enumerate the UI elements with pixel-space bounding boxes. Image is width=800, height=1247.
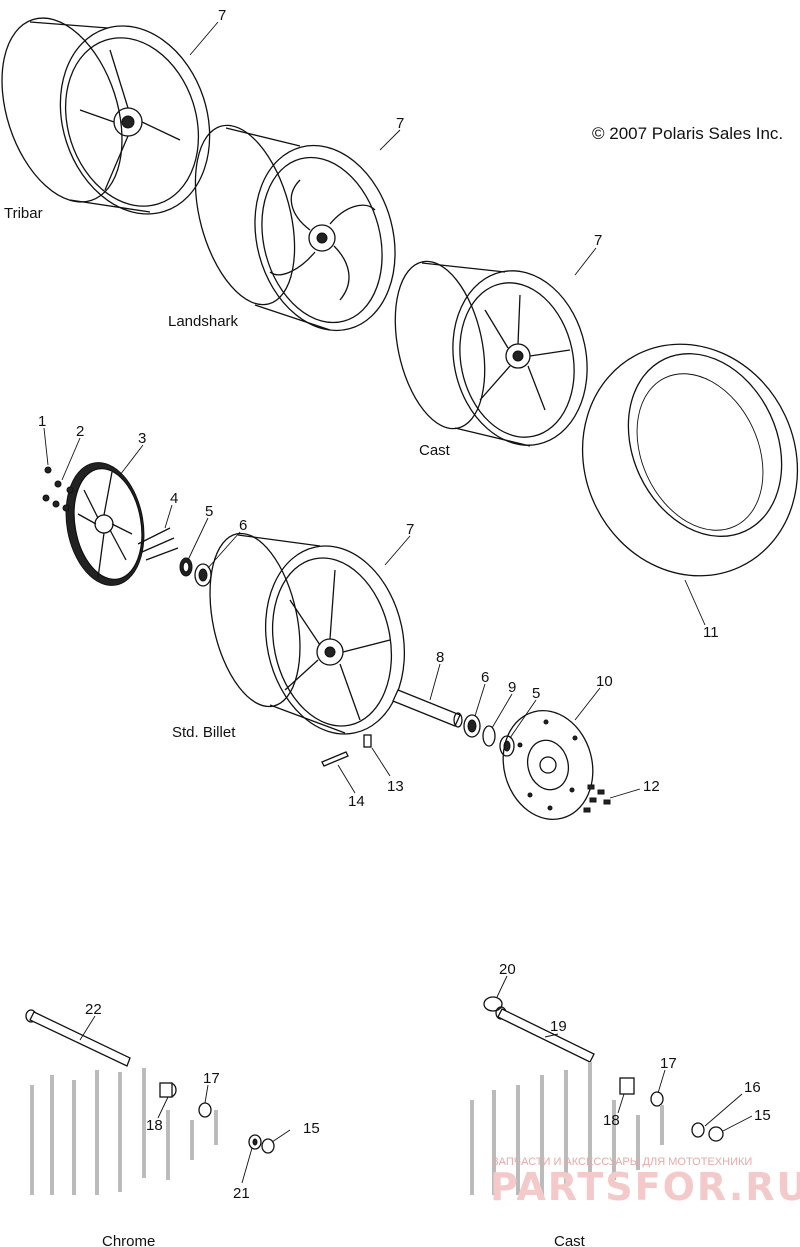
hatched-frame-right	[470, 1062, 664, 1195]
label-chrome-axle: Chrome	[102, 1233, 155, 1247]
callout-13: 13	[387, 778, 404, 795]
callout-5-left: 5	[205, 503, 213, 520]
snap-ring	[482, 725, 496, 747]
valve-stem	[363, 734, 372, 748]
callout-14: 14	[348, 793, 365, 810]
axle-spacer	[392, 689, 463, 728]
callout-10: 10	[596, 673, 613, 690]
callout-16: 16	[744, 1079, 761, 1096]
wheel-cast	[394, 260, 588, 447]
watermark: ЗАПЧАСТИ И АКСЕССУАРЫ ДЛЯ МОТОТЕХНИКИ PA…	[490, 1156, 800, 1209]
balance-weight	[321, 751, 349, 767]
callout-19: 19	[550, 1018, 567, 1035]
callout-6-right: 6	[481, 669, 489, 686]
callout-4: 4	[170, 490, 178, 507]
bearing-right	[463, 714, 481, 738]
callout-numbers: 7 7 7 7 1 2 3 4 5 6 8 6 9 5 10 11 12 13 …	[38, 7, 771, 1202]
disc-bolts	[583, 784, 611, 813]
label-cast-wheel: Cast	[419, 442, 451, 459]
callout-22: 22	[85, 1001, 102, 1018]
callout-1: 1	[38, 413, 46, 430]
callout-18-chrome: 18	[146, 1117, 163, 1134]
wheel-tribar	[1, 17, 211, 215]
callout-15-cast: 15	[754, 1107, 771, 1124]
callout-15-chrome: 15	[303, 1120, 320, 1137]
brake-disc	[502, 710, 594, 820]
label-cast-axle: Cast	[554, 1233, 586, 1247]
lug-nuts	[42, 466, 74, 512]
tire	[581, 343, 799, 577]
label-landshark: Landshark	[168, 313, 239, 330]
callout-12: 12	[643, 778, 660, 795]
callout-17-cast: 17	[660, 1055, 677, 1072]
axle-cast	[483, 996, 724, 1142]
callout-5-right: 5	[532, 685, 540, 702]
callout-6-left: 6	[239, 517, 247, 534]
callout-21: 21	[233, 1185, 250, 1202]
wheel-std-billet	[209, 532, 406, 735]
callout-18-cast: 18	[603, 1112, 620, 1129]
callout-2: 2	[76, 423, 84, 440]
callout-3: 3	[138, 430, 146, 447]
copyright-text: © 2007 Polaris Sales Inc.	[592, 124, 783, 143]
callout-7-tribar: 7	[218, 7, 226, 24]
watermark-tagline: ЗАПЧАСТИ И АКСЕССУАРЫ ДЛЯ МОТОТЕХНИКИ	[492, 1156, 752, 1168]
callout-11: 11	[703, 624, 719, 641]
seal-bearing-left	[179, 557, 212, 587]
callout-17-chrome: 17	[203, 1070, 220, 1087]
label-tribar: Tribar	[4, 205, 43, 222]
callout-9: 9	[508, 679, 516, 696]
callout-7-billet: 7	[406, 521, 414, 538]
sprocket	[65, 462, 145, 586]
label-std-billet: Std. Billet	[172, 724, 236, 741]
leader-lines	[43, 21, 753, 1184]
axle-chrome	[25, 1009, 275, 1154]
callout-7-cast: 7	[594, 232, 602, 249]
wheel-landshark	[194, 124, 396, 332]
callout-8: 8	[436, 649, 444, 666]
studs	[137, 527, 179, 561]
callout-7-landshark: 7	[396, 115, 404, 132]
callout-20: 20	[499, 961, 516, 978]
watermark-logo: PARTSFOR.RU	[490, 1165, 800, 1209]
hatched-frame-left	[30, 1068, 218, 1195]
